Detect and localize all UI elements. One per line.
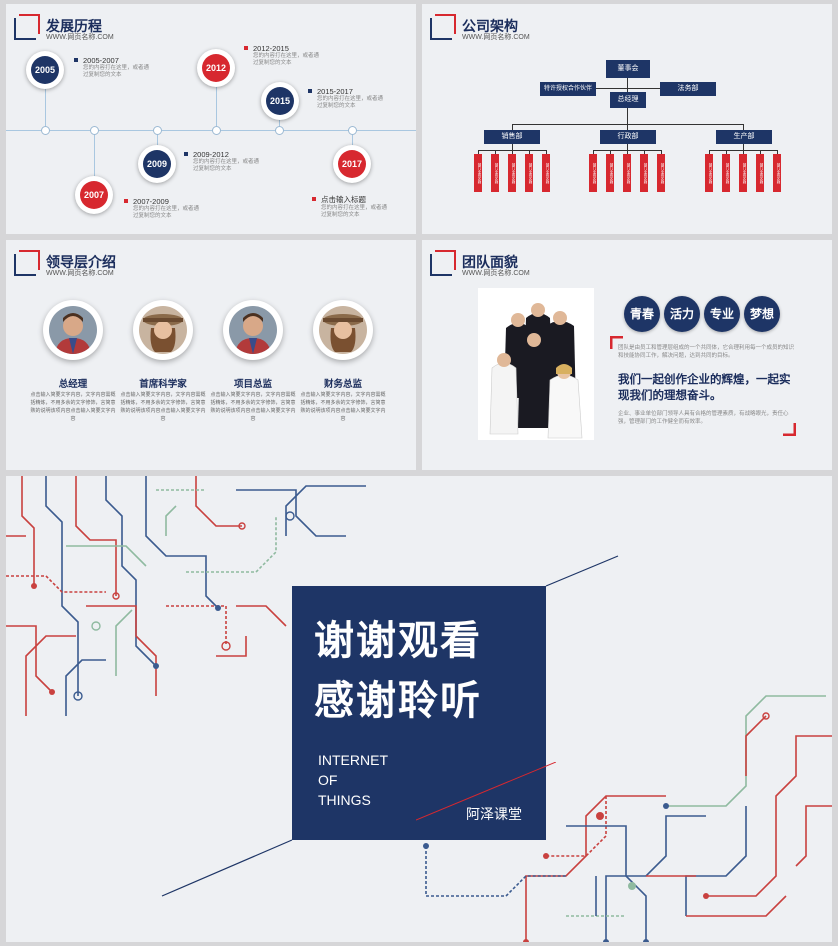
brand-logo-icon (14, 14, 40, 40)
org-leaf-node[interactable]: 部门业务名称 (606, 154, 614, 192)
org-leaf-node[interactable]: 部门业务名称 (657, 154, 665, 192)
timeline-entry: 2015-2017 您的内容打在这里，或者通过复制您的文本 (308, 87, 388, 110)
timeline-entry: 2009-2012 您的内容打在这里，或者通过复制您的文本 (184, 150, 264, 173)
slide-title: 公司架构 (462, 18, 518, 34)
timeline-entry: 点击输入标题 您的内容打在这里，或者通过复制您的文本 (312, 194, 392, 219)
site-url: WWW.网页名称.COM (462, 34, 530, 41)
timeline-stem (45, 86, 46, 130)
year-badge: 2017 (333, 145, 371, 183)
avatar (313, 300, 373, 360)
org-leaf-node[interactable]: 部门业务名称 (640, 154, 648, 192)
org-node-production[interactable]: 生产部 (716, 130, 772, 144)
site-url: WWW.网页名称.COM (46, 270, 114, 277)
slide-title: 团队面貌 (462, 254, 518, 270)
leader-desc: 点击输入简要文字内容，文字内容需概括精炼，不用多余的文字修饰，言简意赅的说明该项… (300, 392, 386, 422)
leader-name: 首席科学家 (139, 379, 187, 390)
timeline-entry: 2005-2007 您的内容打在这里，或者通过复制您的文本 (74, 56, 154, 79)
slide-team[interactable]: 团队面貌 WWW.网页名称.COM 青春 活力 专业 梦想 团队是由员工和管理层… (422, 240, 832, 470)
org-node-board[interactable]: 董事会 (606, 60, 650, 78)
site-url: WWW.网页名称.COM (462, 270, 530, 277)
brand-logo-icon (430, 250, 456, 276)
avatar (133, 300, 193, 360)
org-leaf-node[interactable]: 部门业务名称 (722, 154, 730, 192)
timeline-stem (352, 134, 353, 148)
org-leaf-node[interactable]: 部门业务名称 (525, 154, 533, 192)
brand-logo-icon (14, 250, 40, 276)
leader-desc: 点击输入简要文字内容，文字内容需概括精炼，不用多余的文字修饰，言简意赅的说明该项… (120, 392, 206, 422)
keyword-badge: 专业 (704, 296, 740, 332)
thanks-panel: 谢谢观看 感谢聆听 INTERNET OF THINGS 阿泽课堂 (292, 586, 556, 840)
org-leaf-node[interactable]: 部门业务名称 (474, 154, 482, 192)
org-leaf-node[interactable]: 部门业务名称 (739, 154, 747, 192)
woman-portrait-icon (139, 306, 187, 354)
thanks-title: 谢谢观看 (314, 619, 482, 663)
year-badge: 2012 (197, 49, 235, 87)
year-badge: 2005 (26, 51, 64, 89)
org-leaf-node[interactable]: 部门业务名称 (491, 154, 499, 192)
timeline-stem (157, 134, 158, 148)
team-desc: 企业、事业单位部门领导人具有合格的管理素质，有战略眼光，责任心强，管理部门的工作… (618, 411, 789, 425)
iot-tagline: INTERNET OF THINGS (318, 752, 388, 808)
timeline-entry: 2007-2009 您的内容打在这里，或者通过复制您的文本 (124, 197, 204, 220)
avatar (43, 300, 103, 360)
keyword-badge: 梦想 (744, 296, 780, 332)
leader-desc: 点击输入简要文字内容，文字内容需概括精炼，不用多余的文字修饰，言简意赅的说明该项… (210, 392, 296, 422)
timeline-stem (94, 134, 95, 178)
org-leaf-node[interactable]: 部门业务名称 (508, 154, 516, 192)
team-intro: 团队是由员工和管理层组成的一个共同体，它合理利用每一个成员的知识和技能协同工作，… (618, 345, 795, 359)
team-photo (478, 288, 594, 440)
slide-leaders[interactable]: 领导层介绍 WWW.网页名称.COM (6, 240, 416, 470)
timeline-node (90, 126, 99, 135)
brand-logo-icon (430, 14, 456, 40)
thanks-subtitle: 感谢聆听 (314, 679, 482, 723)
timeline-stem (216, 86, 217, 130)
keyword-badge: 青春 (624, 296, 660, 332)
man-portrait-icon (49, 306, 97, 354)
keyword-badge: 活力 (664, 296, 700, 332)
leader-desc: 点击输入简要文字内容，文字内容需概括精炼，不用多余的文字修饰，言简意赅的说明该项… (30, 392, 116, 422)
man-portrait-icon (229, 306, 277, 354)
circuit-decoration (6, 476, 832, 942)
leader-name: 总经理 (58, 379, 88, 390)
timeline-node (348, 126, 357, 135)
brand-name: 阿泽课堂 (466, 806, 522, 822)
timeline-node (153, 126, 162, 135)
slide-org-chart[interactable]: 公司架构 WWW.网页名称.COM 董事会 特许授权合作伙伴 法务部 总经理 销… (422, 4, 832, 234)
timeline-node (275, 126, 284, 135)
timeline-axis (6, 130, 416, 131)
site-url: WWW.网页名称.COM (46, 34, 114, 41)
org-node-admin[interactable]: 行政部 (600, 130, 656, 144)
org-leaf-node[interactable]: 部门业务名称 (623, 154, 631, 192)
slide-title: 领导层介绍 (46, 254, 116, 270)
timeline-node (212, 126, 221, 135)
corner-bracket-icon (610, 336, 623, 349)
leader-name: 财务总监 (323, 379, 362, 390)
org-node-gm[interactable]: 总经理 (610, 92, 646, 108)
org-node-legal[interactable]: 法务部 (660, 82, 716, 96)
timeline-stem (279, 116, 280, 130)
timeline-entry: 2012-2015 您的内容打在这里，或者通过复制您的文本 (244, 44, 324, 67)
org-leaf-node[interactable]: 部门业务名称 (589, 154, 597, 192)
org-node-partner[interactable]: 特许授权合作伙伴 (540, 82, 596, 96)
org-leaf-node[interactable]: 部门业务名称 (773, 154, 781, 192)
corner-bracket-icon (783, 423, 796, 436)
leader-name: 项目总监 (233, 379, 272, 390)
woman-portrait-icon (319, 306, 367, 354)
year-badge: 2015 (261, 82, 299, 120)
org-leaf-node[interactable]: 部门业务名称 (542, 154, 550, 192)
slide-title: 发展历程 (46, 18, 102, 34)
org-node-sales[interactable]: 销售部 (484, 130, 540, 144)
team-group-icon (478, 288, 594, 440)
year-badge: 2007 (75, 176, 113, 214)
accent-line-icon (416, 762, 556, 821)
slide-thanks[interactable]: 谢谢观看 感谢聆听 INTERNET OF THINGS 阿泽课堂 (6, 476, 832, 942)
org-leaf-node[interactable]: 部门业务名称 (756, 154, 764, 192)
org-leaf-node[interactable]: 部门业务名称 (705, 154, 713, 192)
team-slogan: 我们一起创作企业的辉煌，一起实现我们的理想奋斗。 (618, 374, 791, 402)
year-badge: 2009 (138, 145, 176, 183)
slide-history[interactable]: 发展历程 WWW.网页名称.COM 2005 2005-2007 您的内容打在这… (6, 4, 416, 234)
timeline-node (41, 126, 50, 135)
avatar (223, 300, 283, 360)
